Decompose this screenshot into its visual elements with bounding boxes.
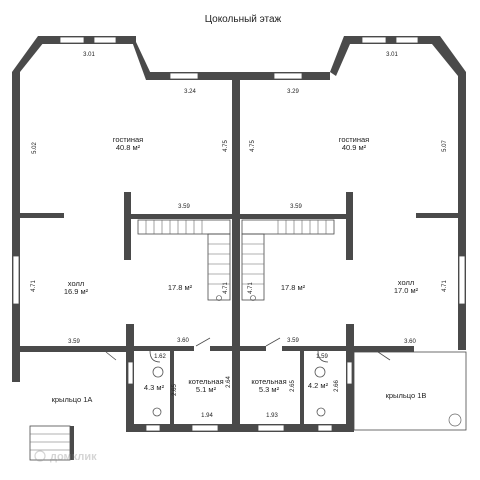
dim-label: 1.59 — [316, 354, 328, 360]
dim-label: 4.75 — [223, 140, 229, 152]
dim-label: 3.59 — [290, 204, 302, 210]
hall-left-name: холл — [68, 279, 84, 288]
hall-right-name: холл — [398, 278, 414, 287]
dim-label: 2.65 — [172, 384, 178, 396]
dim-label: 2.66 — [334, 380, 340, 392]
dim-label: 2.65 — [290, 380, 296, 392]
boiler-left-area: 5.1 м² — [196, 385, 217, 394]
dim-label: 5.02 — [32, 142, 38, 154]
watermark-logo: домклик — [34, 450, 97, 463]
stairs-right — [241, 219, 335, 301]
dim-label: 3.59 — [287, 338, 299, 344]
porch-left-label: крыльцо 1А — [52, 395, 93, 404]
dim-label: 3.59 — [178, 204, 190, 210]
living-right-name: гостиная — [339, 135, 370, 144]
porch-right-label: крыльцо 1В — [386, 391, 427, 400]
dim-label: 4.71 — [31, 280, 37, 292]
dim-label: 1.62 — [154, 354, 166, 360]
dim-label: 3.60 — [177, 338, 189, 344]
boiler-right-area: 5.3 м² — [259, 385, 280, 394]
dim-label: 4.71 — [442, 280, 448, 292]
dim-label: 3.60 — [404, 339, 416, 345]
dim-label: 3.01 — [386, 52, 398, 58]
dim-label: 3.24 — [184, 89, 196, 95]
interior-walls — [12, 80, 458, 424]
hall-right-area: 17.0 м² — [394, 286, 419, 295]
watermark-text: домклик — [50, 451, 97, 463]
wc-right-area: 4.2 м² — [308, 381, 329, 390]
stair-right-area: 17.8 м² — [281, 283, 306, 292]
wc-fixtures — [152, 366, 326, 417]
windows — [12, 36, 466, 432]
stair-left-area: 17.8 м² — [168, 283, 193, 292]
living-right-area: 40.9 м² — [342, 143, 367, 152]
stairs-left — [137, 219, 231, 301]
dim-label: 4.71 — [248, 282, 254, 294]
hall-left-area: 16.9 м² — [64, 287, 89, 296]
drain-icon — [448, 413, 462, 427]
living-left-name: гостиная — [113, 135, 144, 144]
plan-title: Цокольный этаж — [205, 14, 282, 25]
dim-label: 3.59 — [68, 339, 80, 345]
dimension-labels: 3.01 3.01 3.24 3.29 5.02 5.07 4.75 4.75 … — [31, 52, 448, 419]
dim-label: 5.07 — [442, 140, 448, 152]
dim-label: 1.93 — [266, 413, 278, 419]
boiler-left-name: котельная — [188, 377, 223, 386]
porch-1a-steps — [29, 425, 74, 461]
dim-label: 2.64 — [226, 376, 232, 388]
dim-label: 4.71 — [223, 282, 229, 294]
dim-label: 3.01 — [83, 52, 95, 58]
porch-1b-outline — [353, 351, 467, 431]
dim-label: 3.29 — [287, 89, 299, 95]
boiler-right-name: котельная — [251, 377, 286, 386]
door-swings — [105, 337, 391, 363]
wc-left-area: 4.3 м² — [144, 383, 165, 392]
dim-label: 4.75 — [250, 140, 256, 152]
dim-label: 1.94 — [201, 413, 213, 419]
room-labels: гостиная 40.8 м² гостиная 40.9 м² холл 1… — [52, 135, 427, 404]
living-left-area: 40.8 м² — [116, 143, 141, 152]
